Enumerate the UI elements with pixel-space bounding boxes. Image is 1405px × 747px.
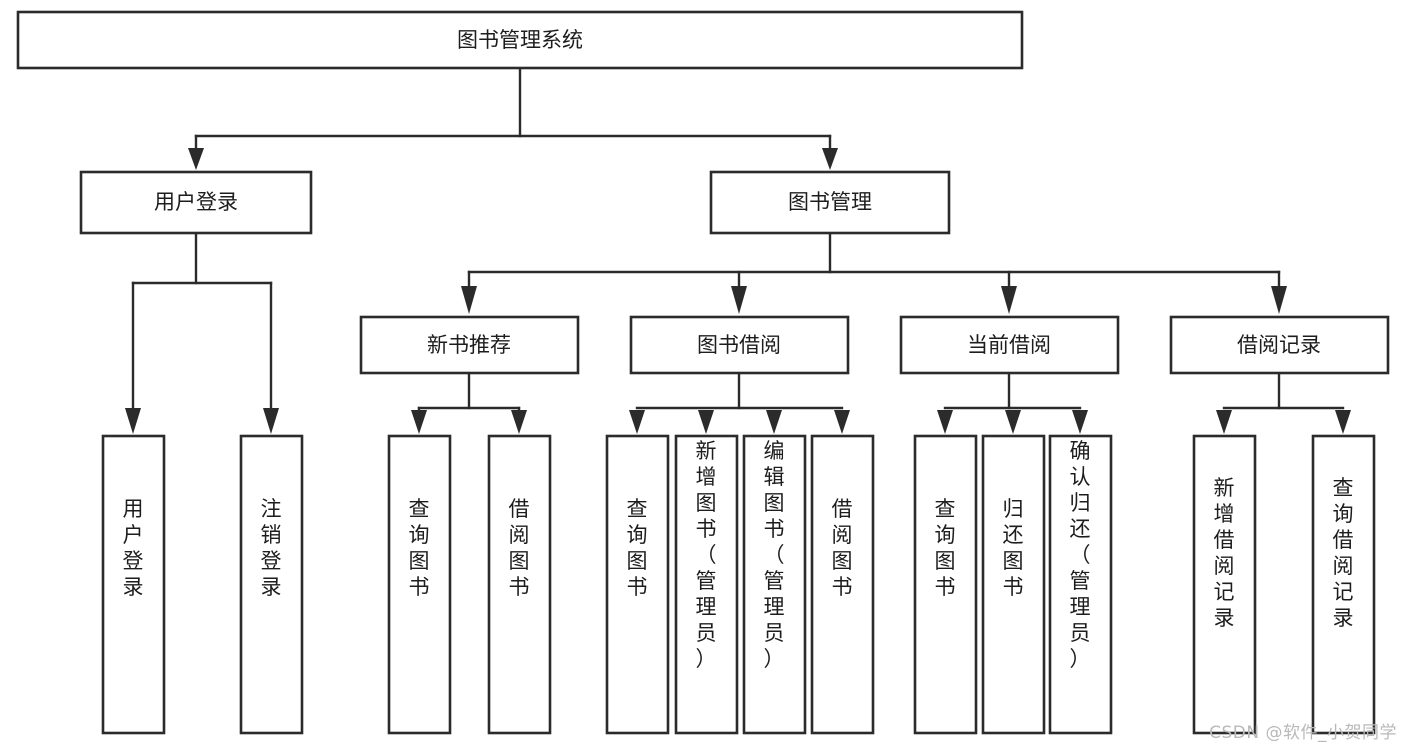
node-borrow-record[interactable]: 借阅记录 bbox=[1169, 315, 1390, 375]
node-root-system-label: 图书管理系统 bbox=[457, 28, 583, 52]
node-user-login-box[interactable] bbox=[79, 170, 313, 235]
node-root-system-box[interactable] bbox=[16, 10, 1024, 70]
leaf-node-currentborrow-return[interactable]: 归还图书 bbox=[981, 434, 1046, 735]
arrow-icon-nb-leaf-2 bbox=[511, 410, 527, 434]
connectors-new-book-to-leaves bbox=[411, 371, 527, 434]
leaf-node-borrowrecord-add-label: 新增借阅记录 bbox=[1214, 476, 1235, 630]
arrow-icon-to-leaf-user-login bbox=[125, 408, 141, 434]
connectors-current-borrow-to-leaves bbox=[937, 371, 1088, 434]
node-current-borrow-label: 当前借阅 bbox=[967, 333, 1051, 357]
leaf-node-bookborrow-query-box[interactable] bbox=[605, 434, 670, 735]
leaf-node-user-login-signin[interactable]: 用户登录 bbox=[101, 434, 166, 735]
arrow-icon-to-new-book bbox=[461, 286, 477, 314]
leaf-node-currentborrow-confirm-box[interactable] bbox=[1048, 434, 1113, 735]
leaf-node-user-login-logout[interactable]: 注销登录 bbox=[239, 434, 304, 735]
leaf-node-user-login-signin-box[interactable] bbox=[101, 434, 166, 735]
leaf-node-borrowrecord-query-box[interactable] bbox=[1311, 434, 1376, 735]
arrow-icon-nb-leaf-1 bbox=[411, 410, 427, 434]
leaf-node-currentborrow-query-box[interactable] bbox=[913, 434, 978, 735]
node-borrow-record-box[interactable] bbox=[1169, 315, 1390, 375]
leaf-node-currentborrow-confirm-label: 确认归还（管理员） bbox=[1070, 439, 1091, 671]
arrow-icon-to-leaf-logout bbox=[263, 408, 279, 434]
leaf-node-newbook-query[interactable]: 查询图书 bbox=[387, 434, 452, 735]
node-book-borrow[interactable]: 图书借阅 bbox=[629, 315, 850, 375]
node-current-borrow-box[interactable] bbox=[899, 315, 1120, 375]
leaf-node-user-login-signin-label: 用户登录 bbox=[123, 497, 144, 599]
node-new-book-recommend-box[interactable] bbox=[359, 315, 580, 375]
leaf-node-newbook-query-box[interactable] bbox=[387, 434, 452, 735]
leaf-node-borrowrecord-query[interactable]: 查询借阅记录 bbox=[1311, 434, 1376, 735]
arrow-icon-bb-leaf-3 bbox=[766, 410, 782, 434]
arrow-icon-to-user-login bbox=[188, 148, 204, 170]
leaf-node-currentborrow-return-box[interactable] bbox=[981, 434, 1046, 735]
connectors-borrow-record-to-leaves bbox=[1216, 371, 1351, 434]
leaf-node-borrowrecord-add[interactable]: 新增借阅记录 bbox=[1192, 434, 1257, 735]
node-book-borrow-label: 图书借阅 bbox=[697, 333, 781, 357]
node-new-book-recommend-label: 新书推荐 bbox=[427, 333, 511, 357]
leaf-node-bookborrow-add-box[interactable] bbox=[674, 434, 739, 735]
connectors-book-borrow-to-leaves bbox=[629, 371, 850, 434]
arrow-icon-to-current-borrow bbox=[1001, 286, 1017, 314]
arrow-icon-bb-leaf-1 bbox=[629, 410, 645, 434]
node-book-manage-box[interactable] bbox=[709, 170, 951, 235]
node-current-borrow[interactable]: 当前借阅 bbox=[899, 315, 1120, 375]
arrow-icon-cb-leaf-3 bbox=[1072, 410, 1088, 434]
arrow-icon-to-borrow-record bbox=[1271, 286, 1287, 314]
leaf-node-currentborrow-query[interactable]: 查询图书 bbox=[913, 434, 978, 735]
node-root-system[interactable]: 图书管理系统 bbox=[16, 10, 1024, 70]
node-book-manage[interactable]: 图书管理 bbox=[709, 170, 951, 235]
arrow-icon-to-book-borrow bbox=[731, 286, 747, 314]
arrow-icon-bb-leaf-2 bbox=[698, 410, 714, 434]
node-user-login[interactable]: 用户登录 bbox=[79, 170, 313, 235]
node-borrow-record-label: 借阅记录 bbox=[1237, 333, 1321, 357]
leaf-node-bookborrow-query[interactable]: 查询图书 bbox=[605, 434, 670, 735]
leaf-node-user-login-logout-box[interactable] bbox=[239, 434, 304, 735]
leaf-node-newbook-borrow-label: 借阅图书 bbox=[509, 497, 530, 599]
leaf-node-currentborrow-confirm[interactable]: 确认归还（管理员） bbox=[1048, 434, 1113, 735]
arrow-icon-br-leaf-2 bbox=[1335, 410, 1351, 434]
leaf-node-bookborrow-query-label: 查询图书 bbox=[627, 497, 648, 599]
arrow-icon-cb-leaf-1 bbox=[937, 410, 953, 434]
leaf-node-bookborrow-edit-label: 编辑图书（管理员） bbox=[764, 439, 785, 671]
connectors-user-login-to-leaves bbox=[125, 231, 279, 434]
node-user-login-label: 用户登录 bbox=[154, 190, 238, 214]
csdn-watermark: CSDN @软件_小贺同学 bbox=[1209, 723, 1397, 743]
leaf-node-bookborrow-borrow-box[interactable] bbox=[810, 434, 875, 735]
leaf-node-currentborrow-query-label: 查询图书 bbox=[935, 497, 956, 599]
leaf-node-bookborrow-add[interactable]: 新增图书（管理员） bbox=[674, 434, 739, 735]
leaf-node-newbook-borrow[interactable]: 借阅图书 bbox=[487, 434, 552, 735]
connectors-root-to-level2 bbox=[188, 66, 838, 170]
connectors-book-manage-to-level3 bbox=[461, 231, 1287, 314]
node-book-manage-label: 图书管理 bbox=[788, 190, 872, 214]
node-new-book-recommend[interactable]: 新书推荐 bbox=[359, 315, 580, 375]
leaf-node-currentborrow-return-label: 归还图书 bbox=[1003, 497, 1024, 599]
leaf-node-borrowrecord-query-label: 查询借阅记录 bbox=[1333, 476, 1354, 630]
node-book-borrow-box[interactable] bbox=[629, 315, 850, 375]
arrow-icon-br-leaf-1 bbox=[1216, 410, 1232, 434]
arrow-icon-bb-leaf-4 bbox=[834, 410, 850, 434]
arrow-icon-to-book-manage bbox=[822, 148, 838, 170]
arrow-icon-cb-leaf-2 bbox=[1005, 410, 1021, 434]
leaf-node-bookborrow-borrow[interactable]: 借阅图书 bbox=[810, 434, 875, 735]
leaf-node-newbook-borrow-box[interactable] bbox=[487, 434, 552, 735]
leaf-node-bookborrow-borrow-label: 借阅图书 bbox=[832, 497, 853, 599]
leaf-node-bookborrow-edit[interactable]: 编辑图书（管理员） bbox=[742, 434, 807, 735]
leaf-node-borrowrecord-add-box[interactable] bbox=[1192, 434, 1257, 735]
leaf-node-user-login-logout-label: 注销登录 bbox=[261, 497, 282, 599]
leaf-node-bookborrow-add-label: 新增图书（管理员） bbox=[696, 439, 717, 671]
leaf-node-newbook-query-label: 查询图书 bbox=[409, 497, 430, 599]
leaf-node-bookborrow-edit-box[interactable] bbox=[742, 434, 807, 735]
